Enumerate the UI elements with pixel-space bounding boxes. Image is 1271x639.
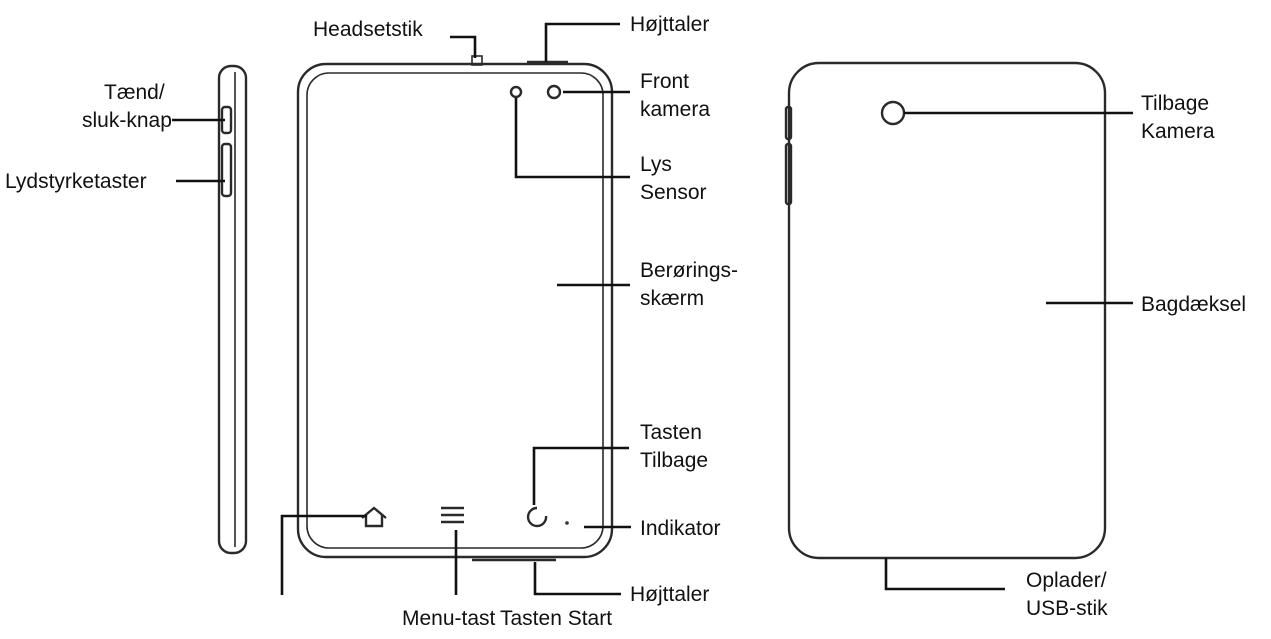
leader-charger <box>884 558 1005 591</box>
front-view-device <box>296 55 614 562</box>
label-charger-line1: Oplader/ <box>1026 569 1107 592</box>
label-headset-jack: Headsetstik <box>313 18 423 41</box>
label-light-sensor-line1: Lys <box>640 153 672 176</box>
label-back-key-line2: Tilbage <box>640 449 708 472</box>
label-back-key-line1: Tasten <box>640 421 702 444</box>
label-indicator: Indikator <box>640 517 721 540</box>
leader-headset-jack <box>450 35 477 58</box>
leader-back-key <box>532 446 629 505</box>
light-sensor <box>509 85 523 99</box>
back-side-button-2 <box>784 142 793 206</box>
front-camera <box>546 84 562 100</box>
label-speaker-bottom: Højttaler <box>630 583 709 606</box>
label-speaker-top: Højttaler <box>630 13 709 36</box>
label-power-line2: sluk-knap <box>82 109 172 132</box>
side-body-outline <box>217 64 248 555</box>
label-light-sensor-line2: Sensor <box>640 181 707 204</box>
leader-light-sensor <box>514 98 630 179</box>
volume-rocker <box>220 142 233 198</box>
label-volume-keys: Lydstyrketaster <box>5 170 147 193</box>
front-body-outline <box>296 62 614 559</box>
label-menu-key: Menu-tast <box>402 607 496 630</box>
indicator-led <box>565 521 569 525</box>
label-touchscreen-line1: Berørings- <box>640 259 738 282</box>
back-body-outline <box>787 61 1107 560</box>
label-rear-camera-line2: Kamera <box>1141 120 1215 143</box>
label-front-camera-line2: kamera <box>640 98 710 121</box>
label-home-key: Tasten Start <box>500 607 612 630</box>
menu-key-icon <box>441 506 464 524</box>
rear-camera <box>880 100 906 126</box>
back-side-button-1 <box>784 105 793 141</box>
label-rear-camera-line1: Tilbage <box>1141 92 1209 115</box>
label-back-cover: Bagdæksel <box>1141 293 1246 316</box>
label-charger-line2: USB-stik <box>1026 597 1108 620</box>
side-view-device <box>217 64 248 555</box>
label-power-line1: Tænd/ <box>104 81 165 104</box>
label-touchscreen-line2: skærm <box>640 287 704 310</box>
back-key-icon <box>526 506 548 528</box>
back-view-device <box>784 61 1107 560</box>
headset-jack-port <box>471 55 483 66</box>
label-front-camera-line1: Front <box>640 70 689 93</box>
leader-home-key <box>280 514 367 595</box>
leader-lines <box>172 22 1133 596</box>
front-bezel-outline <box>306 72 604 549</box>
home-key-icon <box>361 506 387 528</box>
callout-labels: Headsetstik Højttaler Front kamera Lys S… <box>5 13 1246 630</box>
leader-speaker-top <box>544 22 620 62</box>
leader-speaker-bottom <box>533 562 621 596</box>
